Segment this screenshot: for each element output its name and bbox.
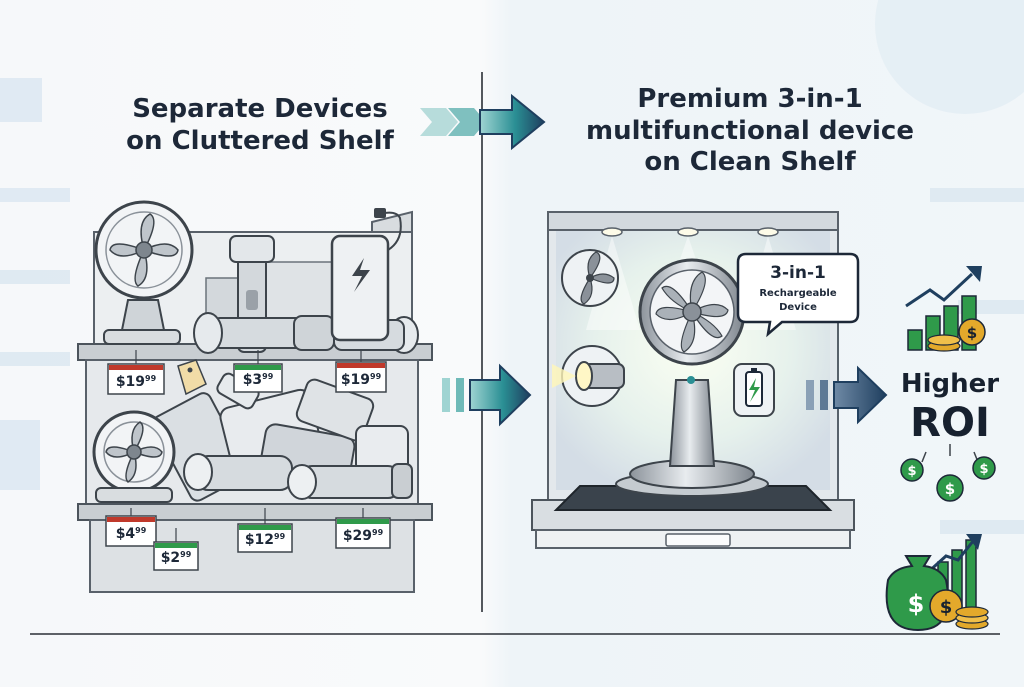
tag-dollars: $12 (245, 532, 274, 548)
feature-badge: 3-in-1 Rechargeable Device (736, 252, 860, 338)
coin-symbol-3: $ (945, 480, 955, 498)
tag-cents: 99 (135, 526, 147, 535)
tag-price: $299 (161, 550, 192, 566)
tag-dollars: $29 (343, 528, 372, 544)
price-tag: $1299 (237, 508, 293, 553)
tag-cents: 99 (274, 532, 286, 541)
price-tag: $1999 (107, 350, 165, 395)
left-title-line-2: on Cluttered Shelf (126, 125, 394, 156)
roi-arrow (806, 365, 888, 425)
tag-stripe (235, 365, 281, 370)
price-tag: $1999 (335, 350, 387, 393)
store-backdrop (0, 0, 1024, 534)
tag-dollars: $2 (161, 550, 180, 566)
badge-line-2: Device (779, 302, 817, 313)
tag-dollars: $19 (341, 372, 370, 388)
price-tag: $2999 (335, 508, 391, 549)
tag-price: $1299 (245, 532, 286, 548)
price-tag: $499 (105, 508, 157, 547)
right-title-line-3: on Clean Shelf (644, 147, 856, 178)
left-title-line-1: Separate Devices (132, 94, 388, 124)
tag-stripe (337, 519, 389, 524)
tag-cents: 99 (370, 372, 382, 381)
coin-symbol-1: $ (907, 464, 916, 479)
right-title-line-1: Premium 3-in-1 (637, 84, 863, 114)
feature-battery-icon (733, 363, 775, 417)
feature-flashlight-icon (552, 345, 625, 407)
handheld-3in1-device (638, 258, 746, 467)
tag-price: $499 (116, 526, 147, 542)
tag-price: $2999 (343, 528, 384, 544)
loose-tag (177, 359, 207, 396)
tag-cents: 99 (372, 528, 384, 537)
badge-line-1: Rechargeable (759, 288, 836, 299)
price-tag: $399 (233, 350, 283, 393)
chart-coin-symbol: $ (967, 324, 977, 342)
tag-stripe (107, 517, 155, 522)
header-transition-arrow (420, 93, 546, 151)
tag-cents: 99 (262, 372, 274, 381)
roi-line-2: ROI (910, 400, 990, 446)
tag-cents: 99 (145, 374, 157, 383)
money-bag-icon: $ $ (885, 534, 989, 632)
desk-fan-top (94, 200, 194, 345)
power-bank (330, 208, 402, 342)
right-panel-title: Premium 3-in-1 multifunctional device on… (560, 84, 940, 179)
transition-arrow (442, 363, 532, 427)
tag-stripe (337, 363, 385, 368)
coin-symbol-4: $ (940, 597, 953, 618)
tag-stripe (239, 525, 291, 530)
tag-stripe (109, 365, 163, 370)
tag-price: $1999 (341, 372, 382, 388)
price-tag: $299 (153, 528, 199, 571)
desk-fan-bottom (92, 410, 176, 503)
right-title-line-2: multifunctional device (586, 115, 914, 146)
tag-stripe (155, 543, 197, 548)
tag-cents: 99 (180, 550, 192, 559)
tag-dollars: $19 (116, 374, 145, 390)
price-tags: $1999$399$1999$499$299$1299$2999 (105, 350, 391, 571)
left-panel-title: Separate Devices on Cluttered Shelf (70, 94, 450, 157)
coin-symbol-2: $ (979, 462, 988, 477)
tag-price: $1999 (116, 374, 157, 390)
bag-symbol: $ (908, 590, 925, 618)
dollar-coins-falling: $ $ $ (900, 444, 996, 502)
device-pile (151, 372, 413, 502)
badge-headline: 3-in-1 (770, 263, 826, 283)
feature-fan-icon (561, 249, 619, 307)
display-pedestal (553, 459, 833, 511)
tag-dollars: $3 (243, 372, 262, 388)
roi-line-1: Higher (901, 369, 999, 399)
tag-dollars: $4 (116, 526, 136, 542)
growth-chart-icon: $ (905, 266, 986, 352)
tag-price: $399 (243, 372, 274, 388)
